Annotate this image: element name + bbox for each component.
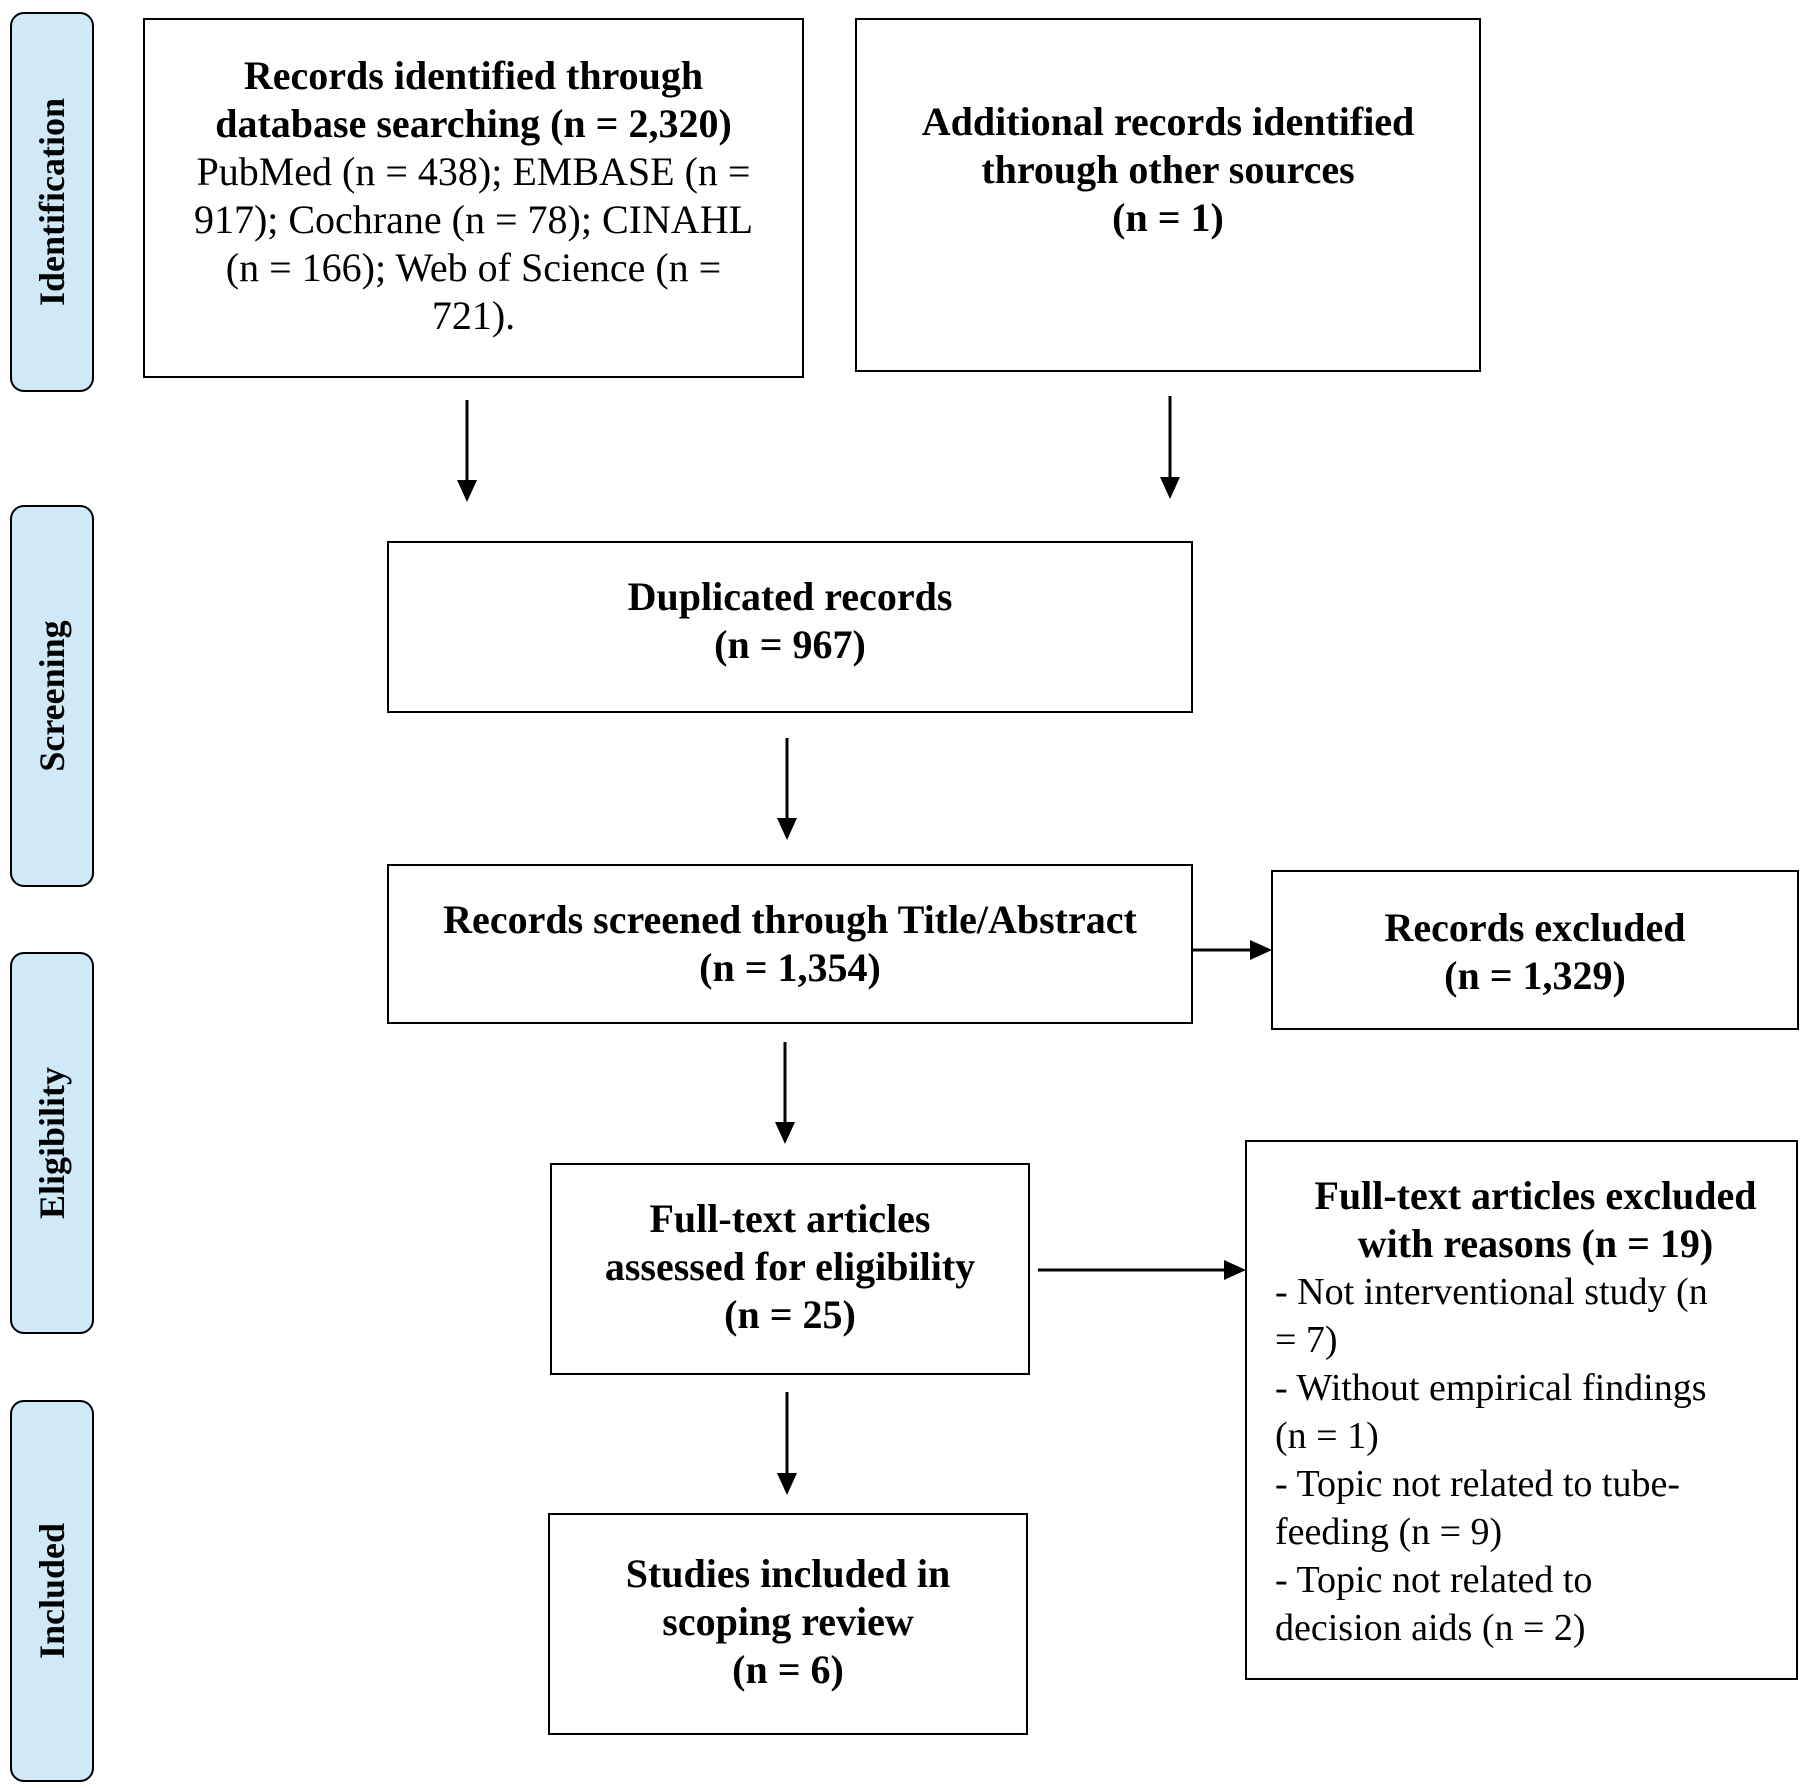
screened-line1: Records screened through Title/Abstract: [443, 897, 1137, 942]
excluded-line2: (n = 1,329): [1444, 953, 1626, 998]
records-excluded-box: Records excluded (n = 1,329): [1271, 870, 1799, 1030]
screened-records-box: Records screened through Title/Abstract …: [387, 864, 1193, 1024]
arrow-fulltext-to-included: [777, 1392, 797, 1495]
studies-included-box: Studies included in scoping review (n = …: [548, 1513, 1028, 1735]
arrow-screened-to-fulltext: [775, 1042, 795, 1144]
exclusion-reason-line: (n = 1): [1275, 1415, 1379, 1457]
phase-included: Included: [10, 1400, 94, 1782]
phase-identification: Identification: [10, 12, 94, 392]
other-sources-box: Additional records identified through ot…: [855, 18, 1481, 372]
arrow-other-to-duplicated: [1160, 396, 1180, 499]
fulltext-line1: Full-text articles: [649, 1196, 931, 1241]
duplicated-line1: Duplicated records: [627, 574, 953, 619]
exclusion-reason-line: feeding (n = 9): [1275, 1511, 1503, 1553]
arrow-fulltext-to-excluded: [1038, 1260, 1246, 1280]
database-title-line2: database searching (n = 2,320): [215, 101, 732, 146]
screened-line2: (n = 1,354): [699, 945, 881, 990]
exclusion-reason-line: decision aids (n = 2): [1275, 1607, 1586, 1649]
arrow-screened-to-excluded: [1193, 940, 1272, 960]
duplicated-line2: (n = 967): [714, 622, 866, 667]
arrow-duplicated-to-screened: [777, 738, 797, 840]
arrow-database-to-duplicated: [457, 400, 477, 502]
exclusion-reason-line: - Without empirical findings: [1275, 1367, 1707, 1409]
exclusion-reason-line: = 7): [1275, 1319, 1338, 1361]
database-detail-line4: 721).: [431, 293, 516, 338]
excluded-line1: Records excluded: [1384, 905, 1686, 950]
database-detail-line2: 917); Cochrane (n = 78); CINAHL: [193, 197, 754, 242]
fulltext-line3: (n = 25): [724, 1292, 856, 1337]
other-sources-line1: Additional records identified: [921, 99, 1415, 144]
fulltext-excluded-title-line2: with reasons (n = 19): [1357, 1221, 1714, 1266]
included-line2: scoping review: [662, 1599, 914, 1644]
exclusion-reason-line: - Not interventional study (n: [1275, 1271, 1708, 1313]
fulltext-line2: assessed for eligibility: [604, 1244, 976, 1289]
fulltext-assessed-box: Full-text articles assessed for eligibil…: [550, 1163, 1030, 1375]
database-records-box: Records identified through database sear…: [143, 18, 804, 378]
duplicated-records-box: Duplicated records (n = 967): [387, 541, 1193, 713]
other-sources-line3: (n = 1): [1112, 195, 1224, 240]
included-line3: (n = 6): [732, 1647, 844, 1692]
phase-screening: Screening: [10, 505, 94, 887]
exclusion-reason-line: - Topic not related to: [1275, 1559, 1593, 1601]
database-detail-line3: (n = 166); Web of Science (n =: [225, 245, 722, 290]
database-title-line1: Records identified through: [243, 53, 704, 98]
fulltext-excluded-box: Full-text articles excluded with reasons…: [1245, 1140, 1798, 1680]
database-detail-line1: PubMed (n = 438); EMBASE (n =: [196, 149, 751, 194]
fulltext-excluded-title-line1: Full-text articles excluded: [1314, 1173, 1757, 1218]
phase-eligibility: Eligibility: [10, 952, 94, 1334]
other-sources-line2: through other sources: [981, 147, 1355, 192]
included-line1: Studies included in: [625, 1551, 951, 1596]
exclusion-reason-line: - Topic not related to tube-: [1275, 1463, 1681, 1505]
